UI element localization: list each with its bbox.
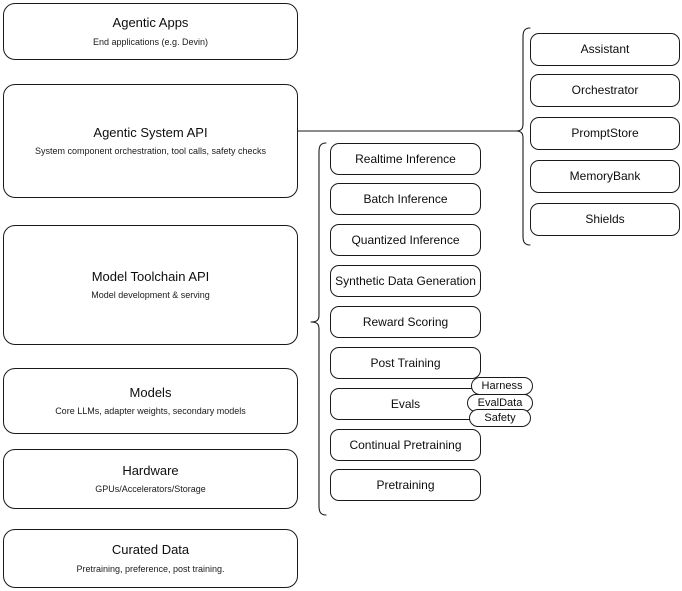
- component-shields[interactable]: Shields: [530, 203, 680, 236]
- capability-synthetic-data-generation[interactable]: Synthetic Data Generation: [330, 265, 481, 297]
- component-assistant[interactable]: Assistant: [530, 33, 680, 66]
- layer-title: Models: [129, 384, 172, 400]
- brace-toolchain-capabilities: [306, 140, 330, 518]
- layer-subtitle: Core LLMs, adapter weights, secondary mo…: [55, 406, 246, 416]
- layer-title: Model Toolchain API: [91, 268, 210, 284]
- component-title: Assistant: [580, 42, 630, 56]
- capability-quantized-inference[interactable]: Quantized Inference: [330, 224, 481, 256]
- pill-label: Safety: [484, 412, 516, 424]
- capability-title: Pretraining: [376, 477, 435, 492]
- component-title: PromptStore: [571, 126, 639, 140]
- layer-title: Hardware: [122, 462, 179, 478]
- component-title: Shields: [585, 212, 625, 226]
- connector-system-api-to-components: [297, 120, 524, 144]
- component-orchestrator[interactable]: Orchestrator: [530, 74, 680, 107]
- capability-evals[interactable]: Evals: [330, 388, 481, 420]
- layer-subtitle: Model development & serving: [91, 290, 210, 300]
- evals-subcomponent-safety[interactable]: Safety: [469, 409, 531, 427]
- capability-pretraining[interactable]: Pretraining: [330, 469, 481, 501]
- pill-label: Harness: [481, 380, 523, 392]
- layer-subtitle: End applications (e.g. Devin): [92, 36, 209, 47]
- capability-continual-pretraining[interactable]: Continual Pretraining: [330, 429, 481, 461]
- layer-model-toolchain-api[interactable]: Model Toolchain API Model development & …: [3, 225, 298, 345]
- layer-subtitle: System component orchestration, tool cal…: [34, 146, 267, 156]
- capability-title: Batch Inference: [363, 191, 448, 206]
- capability-title: Realtime Inference: [355, 151, 456, 166]
- layer-subtitle: GPUs/Accelerators/Storage: [95, 484, 206, 494]
- component-title: MemoryBank: [569, 169, 641, 183]
- layer-title: Agentic Apps: [112, 15, 189, 31]
- component-title: Orchestrator: [571, 83, 639, 97]
- component-promptstore[interactable]: PromptStore: [530, 117, 680, 150]
- capability-reward-scoring[interactable]: Reward Scoring: [330, 306, 481, 338]
- layer-agentic-apps[interactable]: Agentic Apps End applications (e.g. Devi…: [3, 3, 298, 60]
- evals-subcomponent-harness[interactable]: Harness: [471, 377, 533, 395]
- pill-label: EvalData: [477, 397, 523, 409]
- layer-subtitle: Pretraining, preference, post training.: [76, 563, 225, 574]
- component-memorybank[interactable]: MemoryBank: [530, 160, 680, 193]
- capability-post-training[interactable]: Post Training: [330, 347, 481, 379]
- capability-title: Reward Scoring: [362, 314, 449, 329]
- capability-title: Quantized Inference: [351, 232, 460, 247]
- capability-title: Synthetic Data Generation: [335, 273, 476, 288]
- layer-title: Curated Data: [111, 542, 190, 558]
- layer-agentic-system-api[interactable]: Agentic System API System component orch…: [3, 84, 298, 198]
- capability-realtime-inference[interactable]: Realtime Inference: [330, 143, 481, 175]
- layer-hardware[interactable]: Hardware GPUs/Accelerators/Storage: [3, 449, 298, 509]
- layer-title: Agentic System API: [93, 124, 208, 140]
- capability-batch-inference[interactable]: Batch Inference: [330, 183, 481, 215]
- capability-title: Continual Pretraining: [349, 437, 462, 452]
- capability-title: Post Training: [370, 355, 441, 370]
- layer-curated-data[interactable]: Curated Data Pretraining, preference, po…: [3, 529, 298, 588]
- capability-title: Evals: [390, 396, 421, 411]
- layer-models[interactable]: Models Core LLMs, adapter weights, secon…: [3, 368, 298, 434]
